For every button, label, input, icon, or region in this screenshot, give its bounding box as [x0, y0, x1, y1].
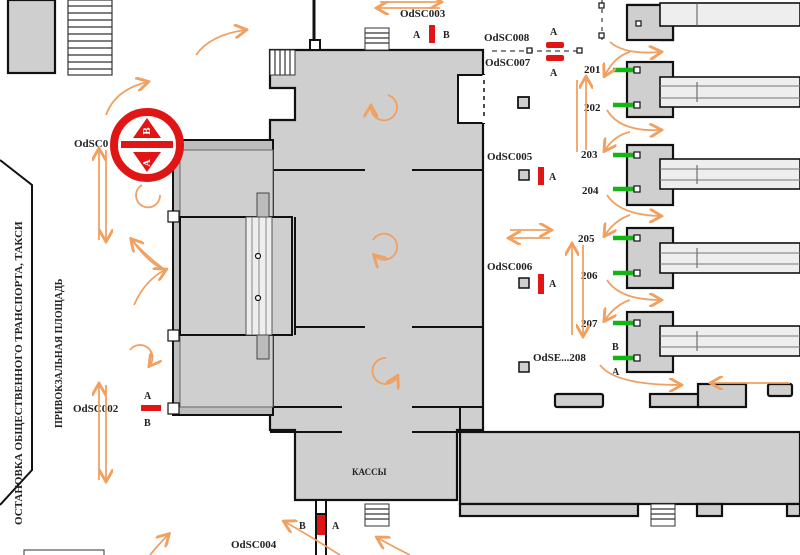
svg-text:OdSE...208: OdSE...208 — [533, 352, 586, 364]
bus-stop-label: ОСТАНОВКА ОБЩЕСТВЕННОГО ТРАНСПОРТА, ТАКС… — [13, 221, 25, 525]
lower-corridor — [458, 382, 800, 518]
platforms — [625, 2, 800, 374]
forecourt-label: ПРИВОКЗАЛЬНАЯ ПЛОЩАДЬ — [54, 278, 65, 428]
stairs — [67, 0, 113, 76]
svg-text:A: A — [612, 367, 620, 378]
sensor-odsc007[interactable]: OdSC007 A — [485, 55, 564, 79]
sensor-odsc004[interactable]: OdSC004 B A — [231, 515, 340, 551]
sensor-odsc002[interactable]: OdSC002 A B — [73, 391, 161, 429]
gate-208[interactable] — [613, 354, 641, 362]
svg-text:A: A — [413, 30, 421, 41]
sensor-odsc005[interactable]: OdSC005 A — [487, 151, 557, 185]
gate-201[interactable]: 201 — [584, 64, 641, 76]
svg-text:204: 204 — [582, 185, 599, 197]
ticket-office-label: КАССЫ — [352, 467, 387, 477]
svg-text:A: A — [144, 391, 152, 402]
sensor-odsc001[interactable]: OdSC0 B A — [74, 108, 184, 182]
bus-stop-zone — [0, 159, 33, 506]
svg-text:B: B — [612, 342, 619, 353]
gate-202[interactable]: 202 — [584, 101, 641, 114]
svg-text:205: 205 — [578, 233, 595, 245]
sensor-odse208[interactable]: OdSE...208 B A — [518, 342, 620, 378]
svg-text:B: B — [299, 521, 306, 532]
svg-text:A: A — [550, 68, 558, 79]
flow-arrows — [99, 2, 790, 555]
svg-text:OdSC002: OdSC002 — [73, 403, 119, 415]
svg-text:A: A — [332, 521, 340, 532]
sensor-odsc008[interactable]: OdSC008 A — [484, 27, 564, 48]
svg-text:B: B — [144, 418, 151, 429]
gate-204[interactable]: 204 — [582, 185, 641, 197]
svg-text:A: A — [143, 158, 153, 167]
svg-text:A: A — [550, 27, 558, 38]
svg-text:OdSC004: OdSC004 — [231, 539, 277, 551]
entrance-annex — [167, 139, 293, 416]
gate-203[interactable]: 203 — [581, 149, 641, 161]
sensor-odsc003[interactable]: OdSC003 A B — [400, 8, 450, 43]
svg-text:202: 202 — [584, 102, 601, 114]
svg-text:OdSC007: OdSC007 — [485, 57, 531, 69]
sensor-odsc006[interactable]: OdSC006 A — [487, 261, 557, 294]
svg-text:OdSC006: OdSC006 — [487, 261, 533, 273]
svg-text:OdSC0: OdSC0 — [74, 138, 109, 150]
gate-206[interactable]: 206 — [581, 269, 641, 282]
svg-text:OdSC005: OdSC005 — [487, 151, 533, 163]
main-hall — [268, 48, 486, 502]
svg-text:B: B — [143, 127, 153, 135]
building-block — [6, 0, 57, 75]
svg-text:206: 206 — [581, 270, 598, 282]
stairs-top — [23, 27, 676, 555]
svg-text:203: 203 — [581, 149, 598, 161]
svg-text:OdSC008: OdSC008 — [484, 32, 530, 44]
svg-text:A: A — [549, 279, 557, 290]
svg-text:A: A — [549, 172, 557, 183]
svg-text:B: B — [443, 30, 450, 41]
svg-text:201: 201 — [584, 64, 601, 76]
svg-text:OdSC003: OdSC003 — [400, 8, 446, 20]
